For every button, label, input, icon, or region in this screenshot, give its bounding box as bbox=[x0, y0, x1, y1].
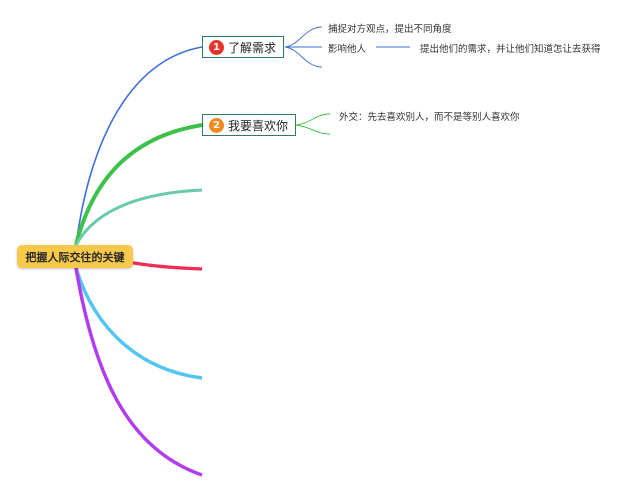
branch-connector-4 bbox=[127, 260, 203, 271]
branch-connector-2 bbox=[74, 123, 203, 246]
sub-connector-1-1 bbox=[284, 26, 323, 48]
branch-connector-3 bbox=[74, 188, 203, 246]
topic-number-badge: 2 bbox=[209, 117, 224, 133]
topic-like-you[interactable]: 2 我要喜欢你 bbox=[202, 114, 296, 136]
topic-number-badge: 1 bbox=[209, 39, 224, 55]
topic-understand-needs[interactable]: 1 了解需求 bbox=[202, 36, 284, 58]
subtopic-raise-needs[interactable]: 提出他们的需求，并让他们知道怎让去获得 bbox=[420, 44, 601, 55]
branch-connector-5 bbox=[74, 267, 203, 380]
sub-connector-1-3 bbox=[284, 46, 323, 68]
sub-connector-2-2 bbox=[295, 124, 331, 135]
root-topic[interactable]: 把握人际交往的关键 bbox=[17, 245, 133, 268]
root-topic-label: 把握人际交往的关键 bbox=[25, 250, 125, 264]
subtopic-capture-viewpoint[interactable]: 捕捉对方观点，提出不同角度 bbox=[328, 24, 452, 35]
subtopic-influence-others[interactable]: 影响他人 bbox=[328, 44, 367, 55]
topic-label: 我要喜欢你 bbox=[228, 118, 289, 133]
sub-connector-2-1 bbox=[295, 113, 331, 126]
subtopic-diplomacy[interactable]: 外交：先去喜欢别人，而不是等别人喜欢你 bbox=[339, 112, 520, 123]
topic-label: 了解需求 bbox=[228, 40, 277, 55]
branch-connector-6 bbox=[74, 267, 203, 477]
branch-connector-1 bbox=[75, 46, 203, 246]
